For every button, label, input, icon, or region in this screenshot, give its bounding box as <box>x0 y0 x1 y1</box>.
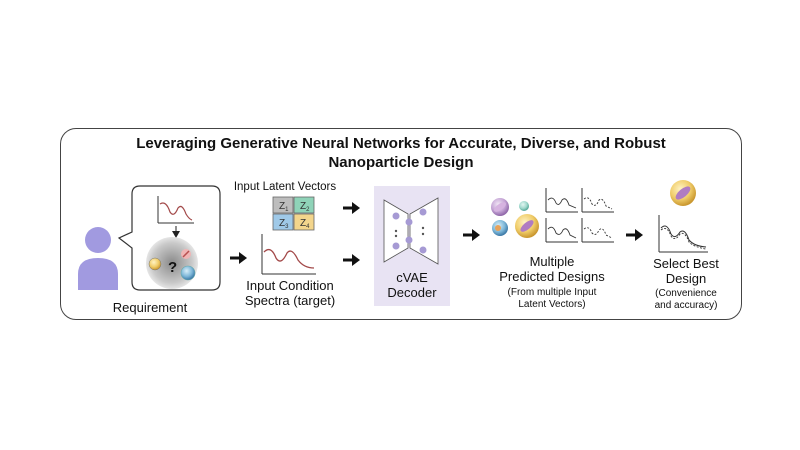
best-line-2: Design <box>665 271 707 286</box>
latent-cell-z4 <box>293 213 315 231</box>
latent-z1-text: Z1 <box>279 201 289 213</box>
best-design-nanoparticle <box>670 180 696 206</box>
decoder-label: cVAE Decoder <box>374 270 450 300</box>
title-line-2: Nanoparticle Design <box>328 154 474 171</box>
latent-z3-text: Z3 <box>279 218 289 230</box>
latent-z4-text: Z4 <box>300 218 310 230</box>
predicted-chart-2 <box>581 188 614 213</box>
predicted-chart-1 <box>545 188 578 213</box>
input-condition-line-1: Input Condition <box>246 278 334 293</box>
predicted-line-1: Multiple <box>529 254 575 269</box>
predicted-spectra-charts <box>545 188 614 243</box>
question-mark: ? <box>168 259 177 276</box>
person-icon <box>78 227 118 290</box>
predicted-note-line-1: (From multiple Input <box>507 287 597 298</box>
best-note-line-2: and accuracy) <box>654 300 718 311</box>
predicted-note: (From multiple Input Latent Vectors) <box>486 287 618 311</box>
predicted-label: Multiple Predicted Designs <box>486 254 618 284</box>
latent-vectors-label: Input Latent Vectors <box>233 181 337 193</box>
arrow-icon <box>352 254 360 266</box>
predicted-note-line-2: Latent Vectors) <box>518 299 586 310</box>
diagram-title: Leveraging Generative Neural Networks fo… <box>60 134 742 172</box>
arrow-icon <box>352 202 360 214</box>
input-condition-label: Input Condition Spectra (target) <box>230 278 350 308</box>
best-note-line-1: (Convenience <box>655 288 717 299</box>
latent-z2-text: Z2 <box>300 201 310 213</box>
predicted-nanoparticles <box>491 198 539 238</box>
predicted-chart-4 <box>581 218 614 243</box>
input-condition-line-2: Spectra (target) <box>244 293 336 308</box>
best-design-chart <box>658 215 708 253</box>
nanoparticle-icon <box>182 250 190 258</box>
bubble-down-arrow-icon <box>172 231 180 238</box>
predicted-line-2: Predicted Designs <box>499 269 605 284</box>
nanoparticle-icon <box>519 201 529 211</box>
best-design-label: Select Best Design <box>648 256 724 286</box>
bubble-spectrum-chart <box>157 196 194 224</box>
arrow-icon <box>635 229 643 241</box>
diagram-frame <box>60 128 742 320</box>
arrow-icon <box>239 252 247 264</box>
title-line-1: Leveraging Generative Neural Networks fo… <box>136 135 666 152</box>
decoder-line-1: cVAE <box>396 270 428 285</box>
latent-cell-z3 <box>272 213 294 231</box>
nanoparticle-icon <box>180 265 196 281</box>
arrow-icon <box>472 229 480 241</box>
decoder-network-icon <box>383 197 439 265</box>
latent-vector-grid: Z1 Z2 Z3 Z4 <box>272 196 315 231</box>
input-spectrum-chart <box>261 234 316 275</box>
latent-cell-z2 <box>293 196 315 214</box>
best-line-1: Select Best <box>653 256 719 271</box>
decoder-line-2: Decoder <box>387 285 437 300</box>
requirement-label: Requirement <box>112 300 188 315</box>
nanoparticle-icon <box>148 257 162 271</box>
latent-cell-z1 <box>272 196 294 214</box>
predicted-chart-3 <box>545 218 578 243</box>
best-design-note: (Convenience and accuracy) <box>644 288 728 312</box>
